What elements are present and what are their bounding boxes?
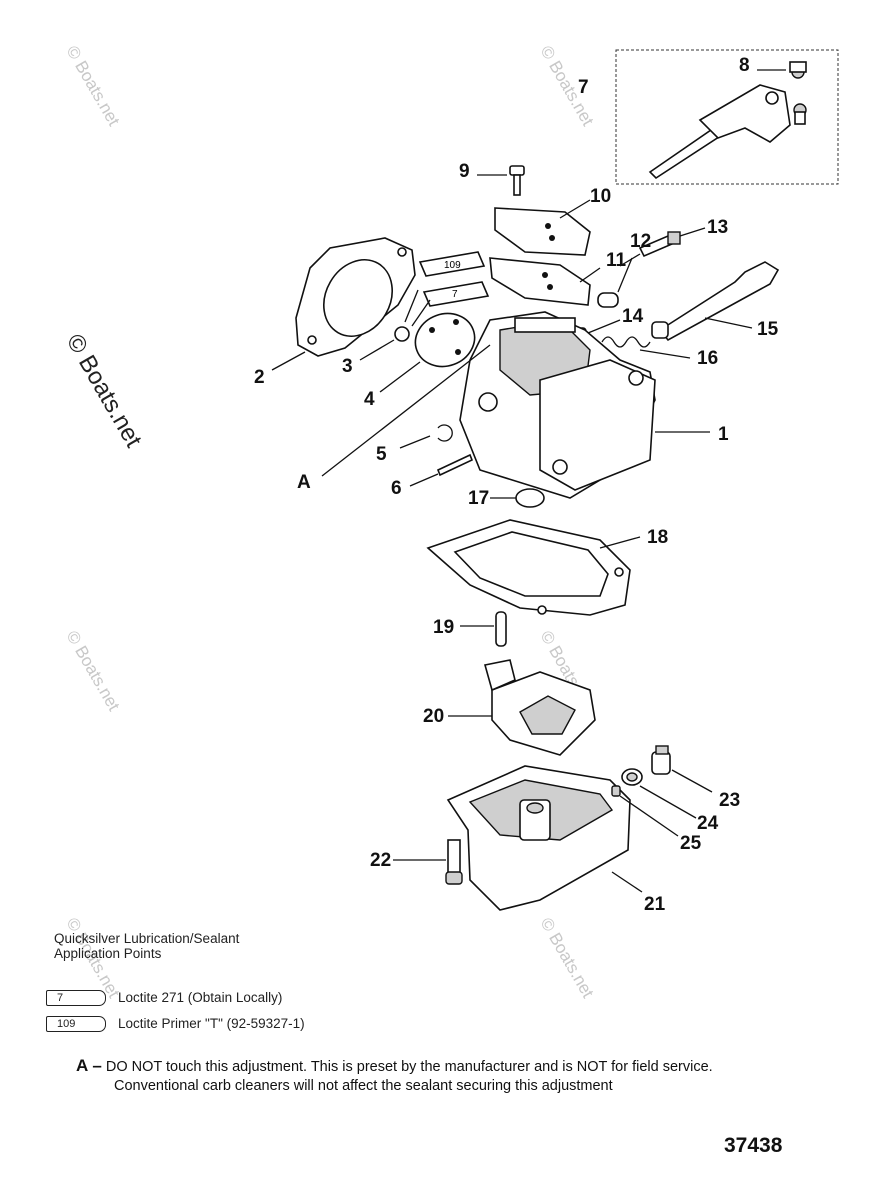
part-17-washer [490, 488, 545, 508]
legend-item-text: Loctite Primer "T" (92-59327-1) [118, 1016, 305, 1031]
callout-4: 4 [364, 389, 375, 410]
callout-5: 5 [376, 444, 387, 465]
callout-22: 22 [370, 850, 391, 871]
part-6-pin [409, 453, 474, 487]
callout-12: 12 [630, 231, 651, 252]
part-5-clip [399, 424, 453, 449]
part-3-screw [359, 326, 410, 361]
watermark: © Boats.net [63, 628, 124, 715]
legend-heading-line2: Application Points [54, 946, 162, 961]
part-19-pin [460, 611, 507, 647]
callout-numbers: 1 2 3 4 5 6 7 8 9 10 11 12 13 14 15 16 1… [254, 55, 779, 915]
callout-21: 21 [644, 894, 666, 915]
part-15-lever [651, 261, 780, 342]
callout-16: 16 [697, 348, 718, 369]
part-9-screw [477, 165, 525, 196]
note-a: A – DO NOT touch this adjustment. This i… [76, 1056, 866, 1094]
callout-a-leader [321, 344, 491, 477]
callout-17: 17 [468, 488, 489, 509]
sealant-tubes: 109 7 [404, 251, 490, 327]
note-line2: Conventional carb cleaners will not affe… [114, 1078, 613, 1094]
callout-2: 2 [254, 367, 265, 388]
part-21-float-bowl [446, 765, 643, 911]
part-22-screw [393, 839, 463, 885]
sealant-tube-icon: 109 [46, 1016, 106, 1033]
callout-15: 15 [757, 319, 779, 340]
legend-heading: Quicksilver Lubrication/Sealant Applicat… [54, 931, 239, 961]
callout-20: 20 [423, 706, 444, 727]
callout-6: 6 [391, 478, 402, 499]
legend-item-loctite-271: 7 Loctite 271 (Obtain Locally) [46, 990, 283, 1007]
figure-number: 37438 [724, 1134, 783, 1157]
callout-3: 3 [342, 356, 353, 377]
callout-25: 25 [680, 833, 702, 854]
legend-item-loctite-primer: 109 Loctite Primer "T" (92-59327-1) [46, 1016, 305, 1033]
callout-9: 9 [459, 161, 470, 182]
callout-14: 14 [622, 306, 644, 327]
part-23-plug [651, 745, 713, 793]
part-20-float [448, 659, 596, 756]
callout-a: A [297, 472, 311, 493]
part-2-gasket [271, 237, 416, 371]
callout-8: 8 [739, 55, 750, 76]
callout-13: 13 [707, 217, 728, 238]
callout-7: 7 [578, 77, 589, 98]
callout-18: 18 [647, 527, 668, 548]
callout-1: 1 [718, 424, 729, 445]
legend-heading-line1: Quicksilver Lubrication/Sealant [54, 931, 240, 946]
tube-label-7: 7 [452, 289, 458, 300]
callout-23: 23 [719, 790, 740, 811]
part-11-plate [489, 257, 601, 306]
part-18-gasket [426, 519, 641, 616]
part-25-jet [611, 785, 679, 837]
part-4-diaphragm [379, 312, 476, 393]
callout-19: 19 [433, 617, 454, 638]
part-24-washer [621, 768, 697, 819]
note-marker: A – [76, 1056, 102, 1075]
part-1-carburetor-body [459, 311, 710, 499]
part-10-plate [494, 199, 591, 256]
callout-11: 11 [606, 250, 627, 271]
sealant-tube-icon: 7 [46, 990, 106, 1007]
part-16-spring [601, 336, 691, 359]
inset-linkage [615, 49, 839, 185]
legend-item-text: Loctite 271 (Obtain Locally) [118, 990, 283, 1005]
watermark: © Boats.net [63, 43, 124, 130]
watermark-large: © Boats.net [61, 330, 147, 453]
callout-24: 24 [697, 813, 719, 834]
tube-label-109: 109 [444, 260, 461, 271]
callout-10: 10 [590, 186, 611, 207]
watermark: © Boats.net [537, 915, 598, 1002]
part-13-screw [619, 227, 706, 267]
note-line1: DO NOT touch this adjustment. This is pr… [105, 1059, 713, 1075]
part-12-spring [597, 257, 633, 308]
